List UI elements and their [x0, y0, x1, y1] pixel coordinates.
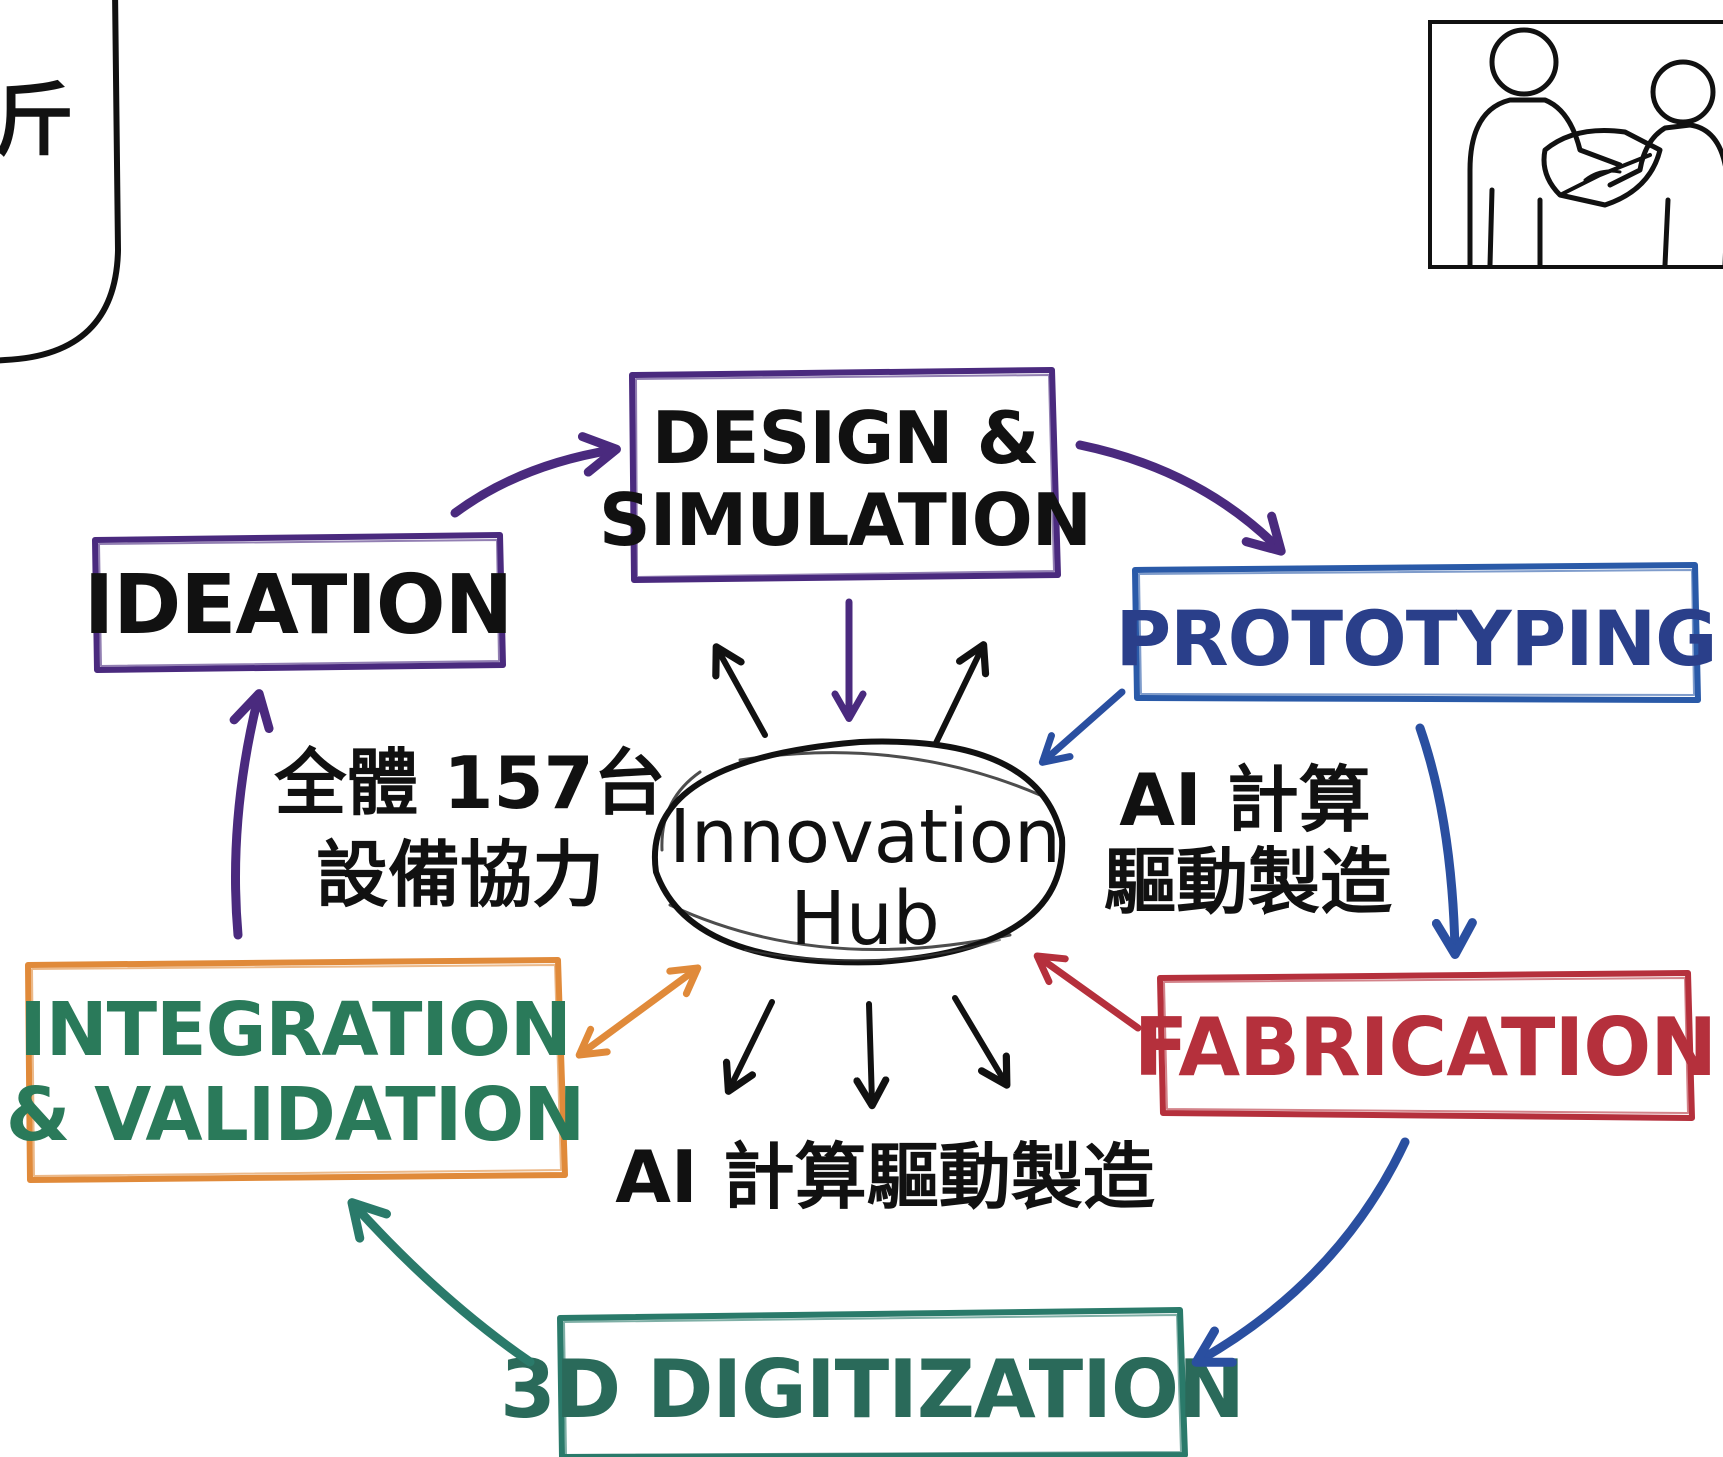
- annotation-notes: 全體 157台 設備協力 AI 計算 驅動製造 AI 計算驅動製造: [273, 741, 1392, 1219]
- note-left-line1: 全體 157台: [273, 741, 665, 825]
- stage-fabrication-label: FABRICATION: [1134, 1001, 1716, 1094]
- arrow-fabrication-to-digitization: [1191, 1137, 1410, 1367]
- stage-box: [557, 1307, 1188, 1457]
- stage-integration-line1: INTEGRATION: [19, 987, 571, 1073]
- corner-panel-border: [0, 0, 122, 364]
- arrow-hub-out-lower-center: [853, 1001, 890, 1110]
- corner-panel-fragment: 斤: [0, 74, 74, 167]
- hub-outline: [651, 738, 1066, 966]
- hub-title-line2: Hub: [790, 876, 940, 962]
- note-right-line1: AI 計算: [1119, 758, 1371, 842]
- arrow-digitization-to-integration: [347, 1198, 535, 1367]
- stage-design-simulation: DESIGN & SIMULATION: [599, 367, 1092, 583]
- cycle-arrows: [229, 432, 1477, 1367]
- arrow-prototyping-to-fabrication: [1415, 723, 1477, 959]
- stage-fabrication: FABRICATION: [1134, 970, 1717, 1121]
- stage-box: [1157, 970, 1695, 1121]
- arrow-hub-out-upper-right: [932, 641, 990, 748]
- arrow-fabrication-to-hub: [1033, 952, 1142, 1032]
- hub-connector-arrows: [575, 598, 1142, 1110]
- note-left-line2: 設備協力: [316, 833, 604, 917]
- arrow-hub-out-lower-right: [952, 995, 1011, 1089]
- stage-box: [629, 367, 1061, 583]
- note-right-line2: 驅動製造: [1104, 840, 1392, 924]
- arrow-design-to-prototyping: [1075, 440, 1286, 556]
- stage-prototyping-label: PROTOTYPING: [1115, 594, 1716, 683]
- stage-ideation-label: IDEATION: [84, 558, 512, 653]
- stage-design-line1: DESIGN &: [652, 396, 1039, 480]
- stage-design-line2: SIMULATION: [599, 478, 1091, 562]
- arrow-ideation-to-design: [450, 432, 621, 518]
- people-handing-box-icon: [1428, 20, 1723, 269]
- stage-prototyping: PROTOTYPING: [1115, 562, 1718, 703]
- stage-integration-validation: INTEGRATION & VALIDATION: [6, 957, 585, 1183]
- stage-box: [92, 532, 506, 673]
- stage-box: [1132, 562, 1701, 703]
- note-bottom: AI 計算驅動製造: [615, 1135, 1155, 1219]
- hub-title-line1: Innovation: [669, 794, 1061, 880]
- arrow-hub-integration-bidirectional: [575, 964, 702, 1059]
- stage-integration-line2: & VALIDATION: [6, 1072, 584, 1158]
- arrow-prototyping-to-hub: [1038, 688, 1126, 766]
- arrow-hub-out-upper-left: [712, 643, 768, 738]
- stage-box: [25, 957, 568, 1183]
- arrow-integration-to-ideation: [229, 689, 274, 940]
- corner-panel: 斤: [0, 0, 122, 364]
- arrow-hub-out-lower-left: [722, 999, 775, 1095]
- stage-ideation: IDEATION: [84, 532, 513, 673]
- stage-3d-digitization-label: 3D DIGITIZATION: [500, 1343, 1244, 1436]
- stage-3d-digitization: 3D DIGITIZATION: [500, 1307, 1245, 1457]
- innovation-hub: Innovation Hub: [651, 738, 1066, 966]
